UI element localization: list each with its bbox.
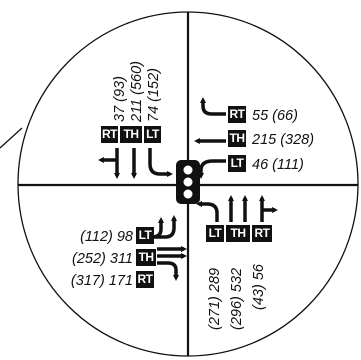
nb-th-label: TH xyxy=(226,225,250,242)
traffic-signal-icon xyxy=(176,160,200,204)
turn-arrow-icon xyxy=(200,97,226,116)
sb-lt-label: LT xyxy=(144,126,161,143)
nb-lt-label: LT xyxy=(206,225,224,242)
sb-lt-volume: 74 (152) xyxy=(146,67,162,122)
nb-th-volume: (296) 532 xyxy=(229,267,245,330)
eb-rt-label: RT xyxy=(136,271,154,288)
wb-lt-volume: 46 (111) xyxy=(252,157,304,173)
turn-arrow-icon xyxy=(140,215,177,239)
sb-rt-volume: 37 (93) xyxy=(112,76,128,122)
wb-lt-label: LT xyxy=(228,155,246,172)
eb-lt-label: LT xyxy=(136,227,154,244)
wb-rt-label: RT xyxy=(228,106,246,123)
sb-th-volume: 211 (560) xyxy=(129,61,145,122)
wb-th-volume: 215 (328) xyxy=(252,132,315,148)
nb-lt-volume: (271) 289 xyxy=(207,267,223,330)
callout-leader-line xyxy=(0,127,23,149)
eb-rt-volume: (317) 171 xyxy=(70,273,133,289)
wb-th-label: TH xyxy=(228,130,246,147)
turn-arrow-icon xyxy=(198,159,226,179)
sb-th-label: TH xyxy=(120,126,142,143)
eb-lt-volume: (112) 98 xyxy=(80,229,133,245)
wb-rt-volume: 55 (66) xyxy=(252,108,298,124)
turn-arrow-icon xyxy=(157,261,179,281)
turn-arrow-icon xyxy=(148,148,173,177)
eb-th-label: TH xyxy=(136,249,156,266)
eb-th-volume: (252) 311 xyxy=(72,251,133,267)
nb-rt-label: RT xyxy=(252,225,272,242)
sb-rt-label: RT xyxy=(101,126,118,143)
nb-rt-volume: (43) 56 xyxy=(251,264,267,310)
turn-arrow-icon xyxy=(196,201,219,222)
